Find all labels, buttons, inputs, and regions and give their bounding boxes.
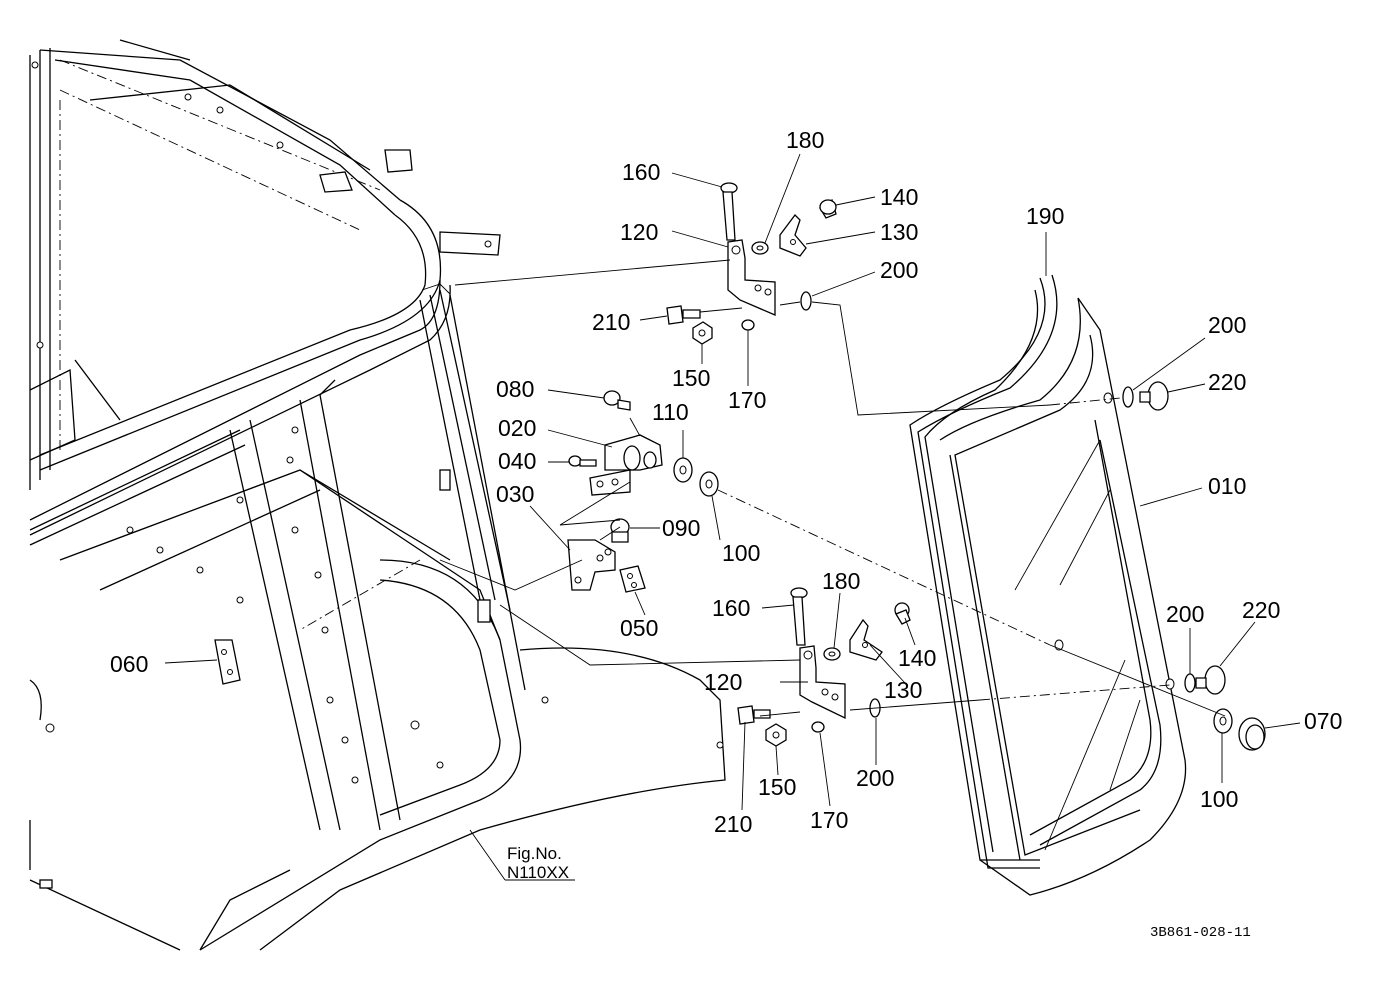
callout-100-bottom: 100 — [1200, 786, 1238, 812]
door-glass-assembly — [909, 274, 1187, 896]
callout-160-bottom: 160 — [712, 595, 750, 621]
mid-hinge-parts — [214, 390, 719, 685]
bolt-090 — [610, 518, 630, 543]
callout-150-top: 150 — [672, 365, 710, 391]
bracket-130-bottom — [849, 618, 883, 661]
hinge-120-top — [727, 239, 776, 316]
callout-140-bottom: 140 — [898, 645, 936, 671]
callout-120-top: 120 — [620, 219, 658, 245]
callout-160-top: 160 — [622, 159, 660, 185]
bolt-040 — [568, 455, 597, 467]
callout-050: 050 — [620, 615, 658, 641]
callout-labels: 160 180 140 120 130 190 200 210 150 170 … — [110, 127, 1342, 837]
callout-100-mid: 100 — [722, 540, 760, 566]
bolt-210-bottom — [737, 705, 771, 725]
leader-lines — [164, 153, 1301, 881]
callout-220-right: 220 — [1208, 369, 1246, 395]
callout-210-top: 210 — [592, 309, 630, 335]
bolt-210-top — [666, 305, 701, 325]
callout-070: 070 — [1304, 708, 1342, 734]
upper-hinge-parts — [666, 182, 837, 345]
callout-090: 090 — [662, 515, 700, 541]
bracket-030 — [567, 539, 616, 591]
cab-frame — [29, 39, 726, 951]
bolt-080 — [603, 390, 631, 411]
bolt-140-bottom — [894, 602, 911, 625]
callout-210-bottom: 210 — [714, 811, 752, 837]
callout-190: 190 — [1026, 203, 1064, 229]
cap-220-right — [1147, 381, 1169, 411]
callout-030: 030 — [496, 481, 534, 507]
plate-050 — [619, 565, 646, 593]
plate-060 — [214, 639, 241, 685]
lockwasher-170-bottom — [811, 721, 825, 733]
callout-200-right: 200 — [1208, 312, 1246, 338]
callout-220-lowright: 220 — [1242, 597, 1280, 623]
bracket-130-top — [779, 214, 807, 257]
figure-ref-line2: N110XX — [507, 863, 569, 882]
callout-170-bottom: 170 — [810, 807, 848, 833]
callout-140-top: 140 — [880, 184, 918, 210]
washer-200-top — [800, 291, 812, 311]
callout-130-top: 130 — [880, 219, 918, 245]
callout-150-bottom: 150 — [758, 774, 796, 800]
figure-ref-line1: Fig.No. — [507, 844, 562, 863]
callout-180-top: 180 — [786, 127, 824, 153]
callout-200-bottom: 200 — [856, 765, 894, 791]
callout-010: 010 — [1208, 473, 1246, 499]
figure-reference: Fig.No. N110XX — [507, 844, 569, 882]
washer-200-right — [1122, 386, 1134, 408]
callout-180-bottom: 180 — [822, 568, 860, 594]
callout-020: 020 — [498, 415, 536, 441]
callout-170-top: 170 — [728, 387, 766, 413]
callout-130-bottom: 130 — [884, 677, 922, 703]
cap-220-lowright — [1204, 665, 1226, 695]
pin-160-top — [720, 182, 738, 241]
hinge-020 — [589, 434, 663, 496]
washer-200-lowright — [1184, 673, 1196, 693]
callout-040: 040 — [498, 448, 536, 474]
drawing-code: 3B861-028-11 — [1150, 925, 1251, 941]
callout-060: 060 — [110, 651, 148, 677]
callout-080: 080 — [496, 376, 534, 402]
assembly-lines — [421, 259, 1226, 717]
bolt-140-top — [819, 198, 837, 219]
hinge-120-bottom — [799, 645, 846, 720]
callout-200-lowright: 200 — [1166, 601, 1204, 627]
lower-hinge-parts — [737, 587, 911, 747]
glass-fastener-parts — [1122, 381, 1266, 751]
pin-160-bottom — [790, 587, 808, 646]
lockwasher-170-top — [741, 319, 755, 331]
callout-110: 110 — [652, 399, 689, 425]
callout-200-top: 200 — [880, 257, 918, 283]
callout-120-bottom: 120 — [704, 669, 742, 695]
